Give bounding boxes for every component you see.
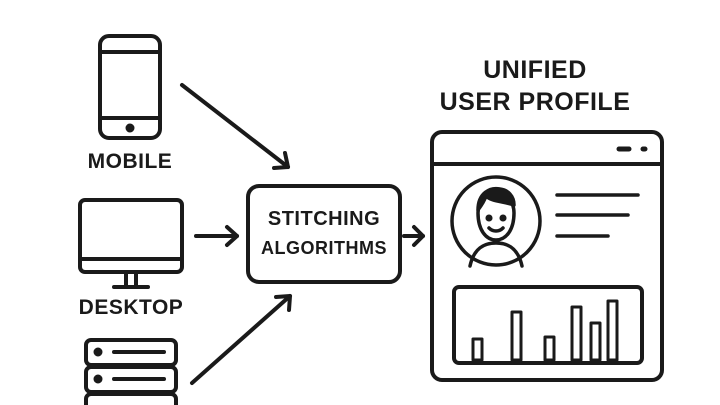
chart-bar [543,335,556,362]
arrow-server-to-stitching [190,294,292,385]
chart-bar [589,321,602,362]
server-stack-icon [84,338,178,405]
stitching-box [246,184,402,284]
chart-bar [471,337,484,362]
profile-chart-bars [471,299,619,362]
arrow-stitching-to-profile [402,225,425,247]
profile-detail-lines [555,193,640,238]
smartphone-icon [98,34,162,140]
desktop-monitor-icon [78,198,184,289]
profile-chart-panel [452,285,644,365]
chart-bar [606,299,619,362]
desktop-label: DESKTOP [78,296,184,319]
mobile-label: MOBILE [87,150,173,173]
profile-window [430,130,664,382]
stitching-label-line1: STITCHING [267,208,381,230]
arrow-mobile-to-stitching [180,83,290,170]
profile-title-line2: USER PROFILE [439,88,631,116]
stitching-label-line2: ALGORITHMS [261,238,387,258]
arrow-desktop-to-stitching [194,225,239,247]
chart-bar [570,305,583,362]
user-avatar-icon [450,175,542,268]
profile-title-line1: UNIFIED [483,56,587,84]
chart-bar [510,310,523,362]
